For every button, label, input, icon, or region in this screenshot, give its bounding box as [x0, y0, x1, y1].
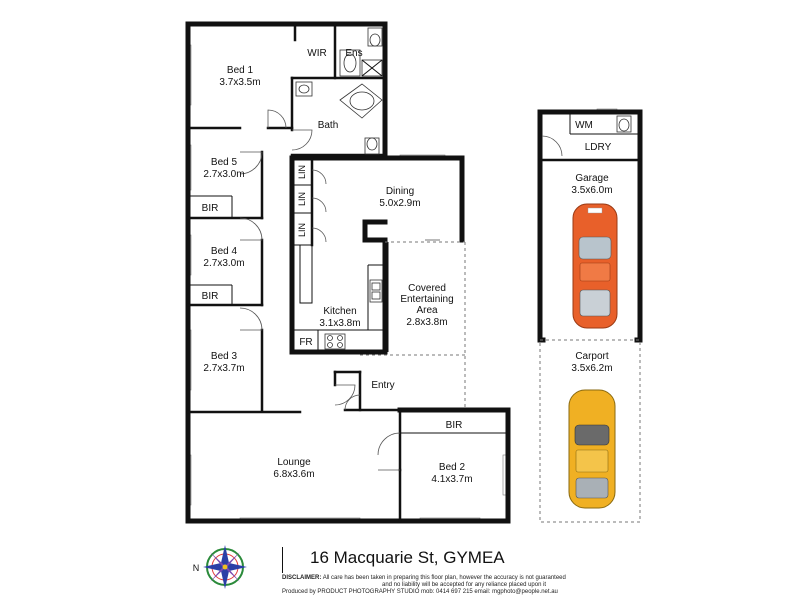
interior-walls: [186, 22, 508, 523]
disclaimer-line-3: Produced by PRODUCT PHOTOGRAPHY STUDIO m…: [282, 589, 558, 595]
bir5-label: BIR: [202, 203, 219, 214]
garage-car-icon: [572, 203, 618, 329]
kitchen-fixtures: [324, 279, 383, 350]
property-address-title: 16 Macquarie St, GYMEA: [310, 548, 505, 567]
bath-label: Bath: [318, 120, 339, 131]
bed4-size: 2.7x3.0m: [203, 258, 244, 269]
entry-label: Entry: [371, 380, 394, 391]
lin3-label: LIN: [297, 223, 307, 237]
covered-size: 2.8x3.8m: [406, 317, 447, 328]
covered-line2: Entertaining: [400, 294, 453, 305]
lounge-size: 6.8x3.6m: [273, 469, 314, 480]
bed4-name: Bed 4: [211, 246, 238, 257]
covered-line1: Covered: [408, 283, 446, 294]
covered-line3: Area: [416, 305, 438, 316]
compass-north-label: N: [193, 563, 200, 573]
disclaimer-text-1: All care has been taken in preparing thi…: [322, 575, 566, 581]
kitchen-size: 3.1x3.8m: [319, 318, 360, 329]
dining-size: 5.0x2.9m: [379, 198, 420, 209]
ldry-label: LDRY: [585, 142, 612, 153]
wir-label: WIR: [307, 48, 326, 59]
disclaimer: DISCLAIMER: All care has been taken in p…: [282, 575, 792, 596]
room-labels: Bed 1 3.7x3.5m WIR Ens Bath Bed 5 2.7x3.…: [202, 48, 613, 485]
door-swings: [239, 109, 440, 471]
compass-icon: N: [193, 545, 247, 589]
bir4-label: BIR: [202, 291, 219, 302]
windows: [186, 21, 618, 523]
house-walls: [185, 21, 511, 524]
garage-walls: [537, 109, 643, 523]
disclaimer-label: DISCLAIMER:: [282, 575, 322, 581]
title-divider: [282, 547, 283, 573]
dining-name: Dining: [386, 186, 414, 197]
bathroom-fixtures: [295, 27, 383, 155]
bed5-name: Bed 5: [211, 157, 238, 168]
disclaimer-line-2: and no liability will be accepted for an…: [382, 582, 547, 588]
bed5-size: 2.7x3.0m: [203, 169, 244, 180]
bed2-name: Bed 2: [439, 462, 466, 473]
bed3-name: Bed 3: [211, 351, 238, 362]
carport-size: 3.5x6.2m: [571, 363, 612, 374]
bed3-size: 2.7x3.7m: [203, 363, 244, 374]
disclaimer-line-1: DISCLAIMER: All care has been taken in p…: [282, 575, 792, 582]
garage-name: Garage: [575, 173, 609, 184]
bed1-size: 3.7x3.5m: [219, 77, 260, 88]
bed1-name: Bed 1: [227, 65, 254, 76]
fr-label: FR: [299, 337, 312, 348]
lin1-label: LIN: [297, 165, 307, 179]
covered-area-outline: [360, 241, 466, 410]
carport-name: Carport: [575, 351, 609, 362]
lounge-name: Lounge: [277, 457, 311, 468]
carport-car-icon: [568, 389, 616, 509]
bir2-label: BIR: [446, 420, 463, 431]
wm-label: WM: [575, 120, 593, 131]
garage-size: 3.5x6.0m: [571, 185, 612, 196]
lin2-label: LIN: [297, 192, 307, 206]
ens-label: Ens: [345, 48, 362, 59]
bed2-size: 4.1x3.7m: [431, 474, 472, 485]
kitchen-name: Kitchen: [323, 306, 356, 317]
